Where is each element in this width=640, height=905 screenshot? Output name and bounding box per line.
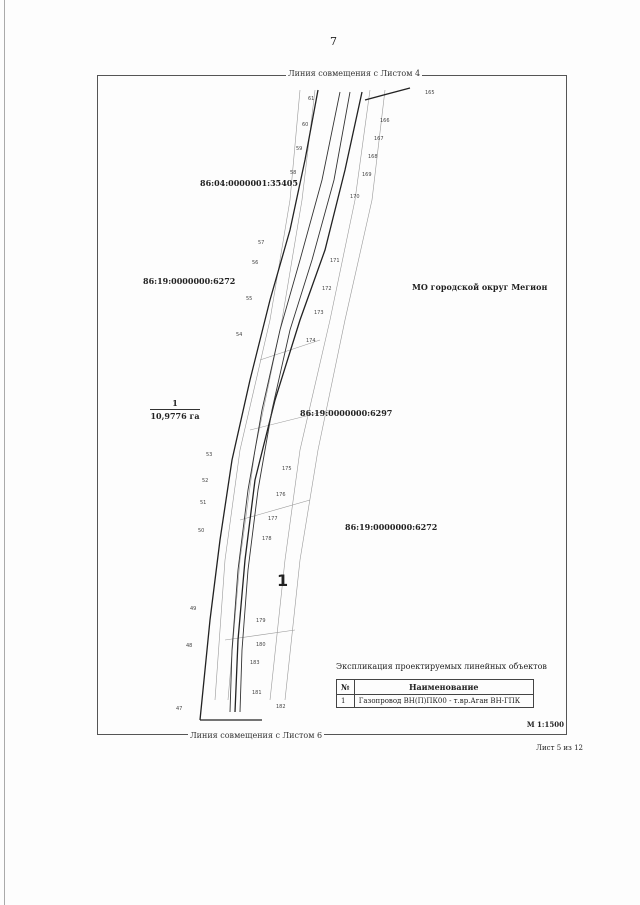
point-label: 165 [425,90,435,96]
table-row: 1 Газопровод ВН(П)ПК00 - т.вр.Аган ВН-ГП… [336,694,534,708]
legend-row-no: 1 [336,694,355,708]
parcel-label-6297: 86:19:0000000:6297 [300,408,393,418]
point-label: 175 [282,466,292,472]
point-label: 182 [276,704,286,710]
point-label: 181 [252,690,262,696]
point-label: 183 [250,660,260,666]
point-label: 170 [350,194,360,200]
point-label: 169 [362,172,372,178]
parcel-label-6272-left: 86:19:0000000:6272 [143,276,236,286]
point-label: 53 [206,452,213,458]
legend-title: Экспликация проектируемых линейных объек… [336,662,547,671]
point-label: 56 [252,260,259,266]
point-label: 54 [236,332,243,338]
legend-header-no: № [336,679,355,695]
legend-row-name: Газопровод ВН(П)ПК00 - т.вр.Аган ВН-ГПК [353,694,534,708]
point-label: 178 [262,536,272,542]
joint-line-bottom: Линия совмещения с Листом 6 [188,731,325,740]
area-number: 1 [172,398,178,408]
pipeline-route [229,91,351,713]
point-label: 166 [380,118,390,124]
point-label: 57 [258,240,265,246]
legend-table: № Наименование 1 Газопровод ВН(П)ПК00 - … [336,679,534,708]
area-divider [150,409,200,410]
area-value: 10,9776 га [150,411,200,421]
point-label: 172 [322,286,332,292]
point-label: 55 [246,296,253,302]
point-label: 167 [374,136,384,142]
point-label: 58 [290,170,297,176]
point-label: 47 [176,706,183,712]
page-number: 7 [330,35,337,48]
legend-header-name: Наименование [353,679,534,695]
point-label: 50 [198,528,205,534]
point-label: 179 [256,618,266,624]
point-label: 51 [200,500,207,506]
point-label: 180 [256,642,266,648]
sheet-label: Лист 5 из 12 [536,744,583,752]
municipality-label: МО городской округ Мегион [412,282,548,292]
joint-line-top: Линия совмещения с Листом 4 [286,69,423,78]
point-label: 52 [202,478,209,484]
legend-header-row: № Наименование [336,679,534,695]
object-number-label: 1 [277,571,289,590]
map-scale: М 1:1500 [526,720,564,729]
area-callout: 1 10,9776 га [150,398,200,421]
point-label: 48 [186,643,193,649]
point-label: 60 [302,122,309,128]
point-label: 174 [306,338,316,344]
point-label: 59 [296,146,303,152]
survey-lines [214,89,386,701]
parcel-boundary [199,87,411,721]
parcel-label-6272-right: 86:19:0000000:6272 [345,522,438,532]
point-label: 176 [276,492,286,498]
point-label: 171 [330,258,340,264]
point-label: 61 [308,96,315,102]
point-label: 173 [314,310,324,316]
parcel-label-35405: 86:04:0000001:35405 [200,178,298,188]
scan-edge [4,0,5,905]
point-label: 168 [368,154,378,160]
point-label: 49 [190,606,197,612]
point-label: 177 [268,516,278,522]
